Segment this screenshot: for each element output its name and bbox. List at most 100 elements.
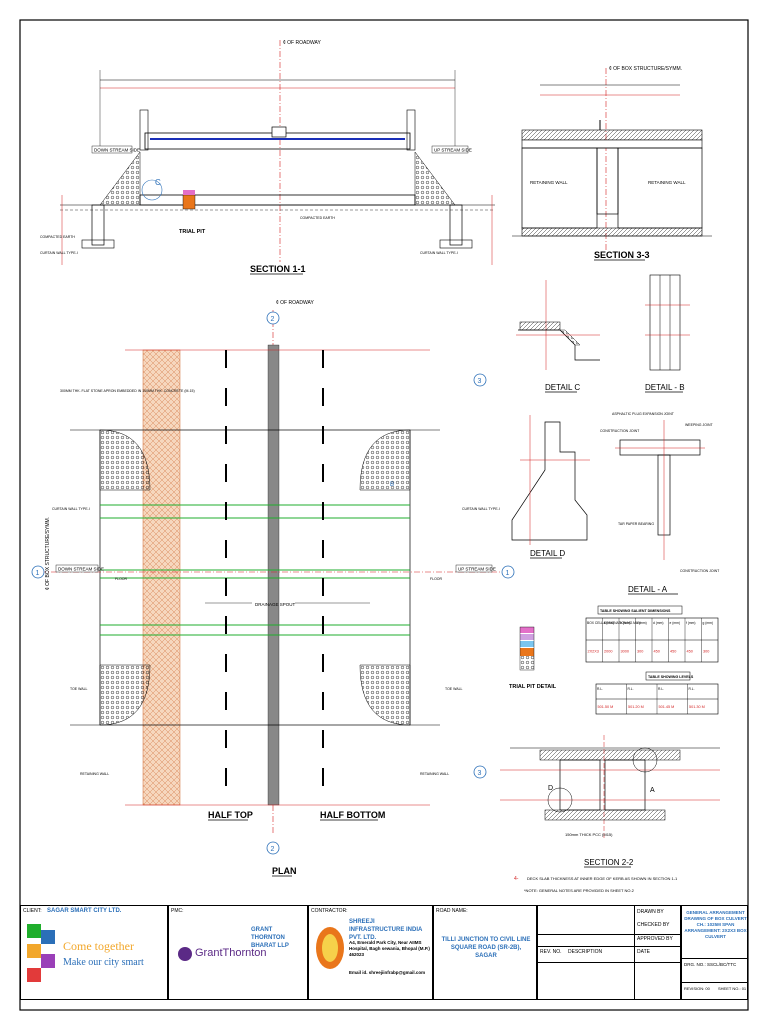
levels-grid-cell: 501.50 M: [598, 705, 614, 709]
marker-3-top: 3: [478, 378, 482, 385]
floor-label-2: FLOOR: [430, 577, 443, 581]
marker-1-left: 1: [36, 570, 40, 577]
road-cell: ROAD NAME: TILLI JUNCTION TO CIVIL LINE …: [433, 905, 537, 1000]
marker-2-bottom: 2: [271, 846, 275, 853]
retaining-wall-label-1: RETAINING WALL: [530, 180, 568, 185]
section-3-3-title: SECTION 3-3: [594, 250, 650, 260]
title-block: CLIENT: SAGAR SMART CITY LTD. Come toget…: [20, 905, 748, 1005]
drawing-title-cell: GENERAL ARRANGEMENT DRAWING OF BOX CULVE…: [681, 905, 748, 1000]
drawing-title: GENERAL ARRANGEMENT DRAWING OF BOX CULVE…: [684, 910, 747, 939]
weeping-joint-label: WEEPING JOINT: [685, 423, 713, 427]
description-label: DESCRIPTION: [568, 949, 603, 955]
section-3-3: ¢ OF BOX STRUCTURE/SYMM. RETAINING WALL …: [512, 66, 712, 261]
salient-grid-header: f (mm): [686, 621, 696, 625]
pmc-name: GRANT THORNTON BHARAT LLP: [251, 927, 289, 949]
plan-curtain-wall-label-1: CURTAIN WALL TYPE-I: [52, 507, 90, 511]
shreeji-logo-icon: [316, 927, 344, 969]
section-2-2-title: SECTION 2-2: [584, 858, 634, 867]
salient-grid-cell: 2X2X3: [588, 650, 599, 654]
client-tagline-1: Come together: [63, 939, 134, 953]
levels-grid-header: R.L.: [689, 687, 695, 691]
salient-grid-header: BOX CELL DESIGNATION NO.MXN: [587, 621, 641, 625]
salient-grid-cell: 300: [637, 650, 643, 654]
salient-grid-cell: 450: [687, 650, 693, 654]
detail-a: ASPHALTIC PLUG EXPANSION JOINT WEEPING J…: [612, 412, 720, 595]
cl-roadway-label: ¢ OF ROADWAY: [283, 40, 321, 46]
marker-2-top: 2: [271, 316, 275, 323]
salient-grid-cell: 450: [670, 650, 676, 654]
note-general: *NOTE: GENERAL NOTES ARE PROVIDED IN SHE…: [524, 888, 635, 893]
sheet-border: [19, 19, 749, 1011]
salient-grid-header: c (mm): [637, 621, 647, 625]
pmc-cell: PMC: GrantThornton GRANT THORNTON BHARAT…: [168, 905, 308, 1000]
contractor-email: Email id. shreejiinfrabp@gmail.com: [349, 970, 426, 975]
curtain-wall-label-1: CURTAIN WALL TYPE-I: [40, 251, 78, 255]
levels-grid-header: R.L.: [628, 687, 634, 691]
trial-pit-detail-title: TRIAL PIT DETAIL: [509, 684, 557, 690]
client-cell: CLIENT: SAGAR SMART CITY LTD. Come toget…: [20, 905, 168, 1000]
detail-d: CONSTRUCTION JOINT DETAIL D: [511, 415, 640, 559]
down-stream-side-label: DOWN STREAM SIDE: [94, 148, 140, 153]
detail-b-title: DETAIL - B: [645, 383, 685, 392]
retaining-wall-label-2: RETAINING WALL: [648, 180, 686, 185]
trial-pit-label: TRIAL PIT: [179, 229, 206, 235]
sheet-label: SHEET NO.: 01: [718, 986, 747, 991]
marker-a: A: [650, 787, 655, 794]
marker-1-right: 1: [506, 570, 510, 577]
date-label: DATE: [637, 949, 650, 955]
levels-grid-cell: 501.45 M: [659, 705, 675, 709]
approved-by-label: APPROVED BY: [637, 936, 673, 942]
curtain-wall-label-2: CURTAIN WALL TYPE-I: [420, 251, 458, 255]
salient-grid-header: b (mm): [620, 621, 630, 625]
client-label: CLIENT:: [23, 908, 42, 914]
levels-table-title: TABLE SHOWING LEVELS: [648, 675, 694, 679]
plan-flat-stone-label-1: 300MM THK. FLAT STONE APRON EMBEDDED IN …: [60, 389, 195, 393]
cl-box-vertical-label: ¢ OF BOX STRUCTURE/SYMM.: [45, 517, 51, 590]
checked-by-label: CHECKED BY: [637, 922, 670, 928]
floor-label-1: FLOOR: [115, 577, 128, 581]
levels-grid-cell: 501.30 M: [689, 705, 705, 709]
salient-grid-header: e (mm): [670, 621, 680, 625]
rev-no-label: REV. NO.: [540, 949, 562, 955]
toe-wall-label-2: TOE WALL: [445, 687, 463, 691]
revision-label: REVISION: 00: [684, 986, 710, 991]
plan-up-stream-label: UP STREAM SIDE: [458, 567, 496, 572]
marker-d: D: [548, 785, 553, 792]
plan-down-stream-label: DOWN STREAM SIDE: [58, 567, 104, 572]
detail-d-title: DETAIL D: [530, 549, 565, 558]
levels-grid-header: R.L.: [597, 687, 603, 691]
cl-box-label: ¢ OF BOX STRUCTURE/SYMM.: [609, 66, 682, 72]
detail-c-title: DETAIL C: [545, 383, 580, 392]
cl-roadway-plan-label: ¢ OF ROADWAY: [276, 300, 314, 306]
client-tagline-2: Make our city smart: [63, 957, 144, 968]
detail-c: DETAIL C: [516, 280, 600, 393]
salient-grid-cell: 3000: [621, 650, 629, 654]
detail-a-title: DETAIL - A: [628, 585, 668, 594]
section-2-2: D A 150mm THICK PCC (M15) SECTION 2-2 4-…: [500, 735, 720, 893]
construction-joint-label-2: CONSTRUCTION JOINT: [680, 569, 720, 573]
sagar-logo-icon: [27, 924, 55, 982]
road-label: ROAD NAME:: [436, 908, 468, 914]
levels-grid-header: R.L.: [658, 687, 664, 691]
plan-title: PLAN: [272, 866, 297, 876]
tar-paper-label: TAR PAPER BEARING: [618, 522, 654, 526]
pmc-logo-text: GrantThornton: [195, 947, 267, 959]
drawn-by-label: DRAWN BY: [637, 909, 664, 915]
salient-table: TABLE SHOWING SALIENT DIMENSIONS BOX CEL…: [585, 605, 719, 663]
salient-grid-cell: 450: [654, 650, 660, 654]
pmc-label: PMC:: [171, 908, 184, 914]
marker-c: C: [155, 178, 161, 187]
drawing-number: DRG. NO.: SSCL/BC/TTC: [684, 962, 737, 967]
asphaltic-plug-label: ASPHALTIC PLUG EXPANSION JOINT: [612, 412, 675, 416]
salient-grid-header: g (mm): [703, 621, 713, 625]
contractor-cell: CONTRACTOR: SHREEJI INFRASTRUCTURE INDIA…: [308, 905, 433, 1000]
construction-joint-label-1: CONSTRUCTION JOINT: [600, 429, 640, 433]
up-stream-side-label: UP STREAM SIDE: [434, 148, 472, 153]
note-deck: DECK SLAB THICKNESS AT INNER EDGE OF KER…: [527, 876, 678, 881]
half-bottom-title: HALF BOTTOM: [320, 810, 385, 820]
client-name: SAGAR SMART CITY LTD.: [47, 908, 122, 914]
pcc-label: 150mm THICK PCC (M15): [565, 832, 613, 837]
contractor-name: SHREEJI INFRASTRUCTURE INDIA PVT. LTD.: [349, 919, 423, 941]
toe-wall-label-1: TOE WALL: [70, 687, 88, 691]
